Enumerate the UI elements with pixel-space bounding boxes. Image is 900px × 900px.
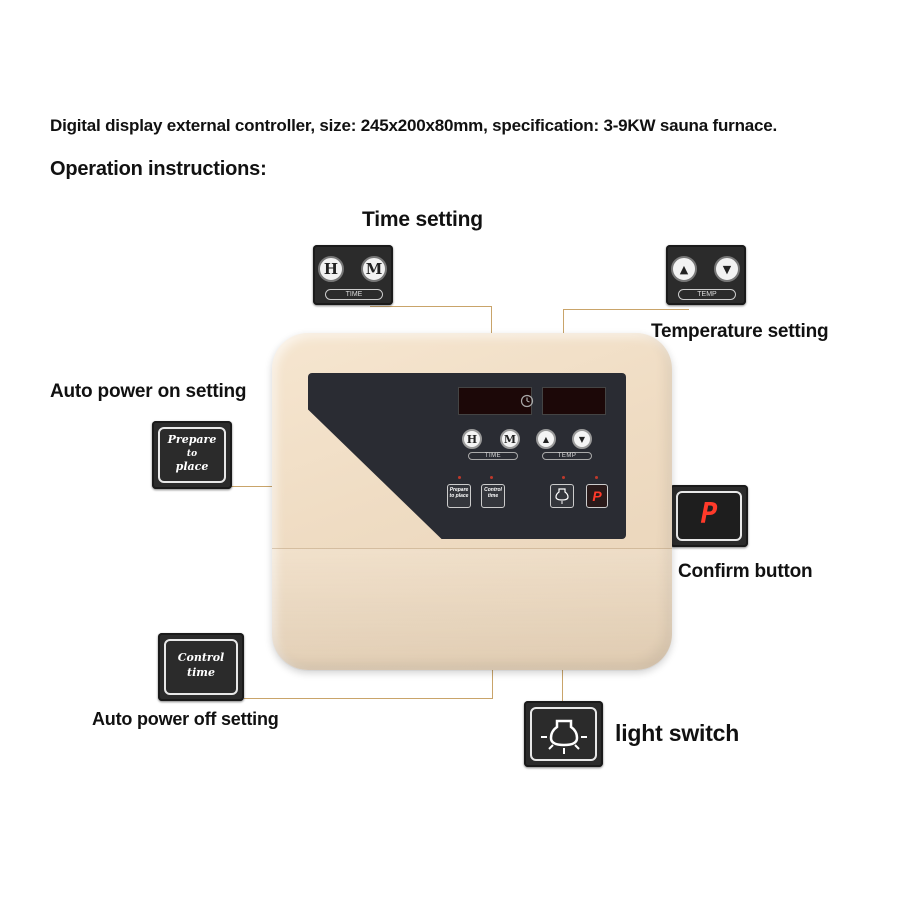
- h-button-icon: H: [318, 256, 344, 282]
- h-glyph: H: [323, 260, 339, 278]
- led-prepare: [458, 476, 461, 479]
- label-confirm-button: Confirm button: [678, 561, 813, 582]
- device-temp-caption: TEMP: [542, 452, 592, 460]
- temp-up-button[interactable]: ▲: [536, 429, 556, 449]
- confirm-button[interactable]: P: [586, 484, 608, 508]
- h-label: H: [466, 432, 478, 446]
- prepare-line3: place: [175, 460, 209, 473]
- confirm-frame: P: [676, 491, 742, 541]
- label-time-setting: Time setting: [362, 208, 483, 231]
- prepare-line2: to: [186, 449, 198, 459]
- time-display: [458, 387, 532, 415]
- device-lower-body: [272, 548, 672, 671]
- device-light-icon: [555, 488, 569, 504]
- label-auto-power-off: Auto power off setting: [92, 709, 279, 729]
- m-button-icon: M: [361, 256, 387, 282]
- m-label: M: [503, 432, 517, 446]
- sauna-controller: H M ▲ ▼ TIME TEMP Prepare to place Contr…: [272, 333, 672, 671]
- leader-temp-h: [563, 309, 689, 310]
- label-light-switch: light switch: [615, 720, 740, 746]
- control-line2: time: [187, 666, 215, 679]
- clock-icon: [520, 394, 534, 408]
- temp-callout: ▲ ▼ TEMP: [666, 245, 746, 305]
- prepare-frame: Prepare to place: [158, 427, 226, 483]
- headline: Digital display external controller, siz…: [50, 116, 778, 135]
- time-caption: TIME: [325, 289, 383, 300]
- device-time-caption: TIME: [468, 452, 518, 460]
- light-callout: [524, 701, 603, 767]
- m-glyph: M: [365, 260, 383, 278]
- light-switch-button[interactable]: [550, 484, 574, 508]
- led-confirm: [595, 476, 598, 479]
- temp-down-button[interactable]: ▼: [572, 429, 592, 449]
- light-bulb-icon: [541, 719, 587, 754]
- control-frame: Control time: [164, 639, 238, 695]
- leader-control-h: [244, 698, 493, 699]
- prepare-callout: Prepare to place: [152, 421, 232, 489]
- leader-time-h: [370, 306, 492, 307]
- prepare-line1: Prepare: [167, 433, 217, 446]
- label-temperature-setting: Temperature setting: [651, 321, 829, 342]
- temp-up-icon: ▲: [671, 256, 697, 282]
- h-button[interactable]: H: [462, 429, 482, 449]
- down-glyph: ▼: [722, 262, 732, 276]
- section-title: Operation instructions:: [50, 158, 267, 180]
- time-callout: H M TIME: [313, 245, 393, 305]
- prepare-to-place-button[interactable]: Prepare to place: [447, 484, 471, 508]
- control-line1: Control: [177, 651, 225, 664]
- confirm-callout: P: [670, 485, 748, 547]
- control-callout: Control time: [158, 633, 244, 701]
- led-control: [490, 476, 493, 479]
- temp-display: [542, 387, 606, 415]
- temp-down-icon: ▼: [714, 256, 740, 282]
- m-button[interactable]: M: [500, 429, 520, 449]
- confirm-display: P: [700, 497, 718, 530]
- label-auto-power-on: Auto power on setting: [50, 381, 247, 402]
- led-light: [562, 476, 565, 479]
- control-time-button[interactable]: Control time: [481, 484, 505, 508]
- temp-caption: TEMP: [678, 289, 736, 300]
- light-frame: [530, 707, 597, 761]
- up-glyph: ▲: [679, 262, 689, 276]
